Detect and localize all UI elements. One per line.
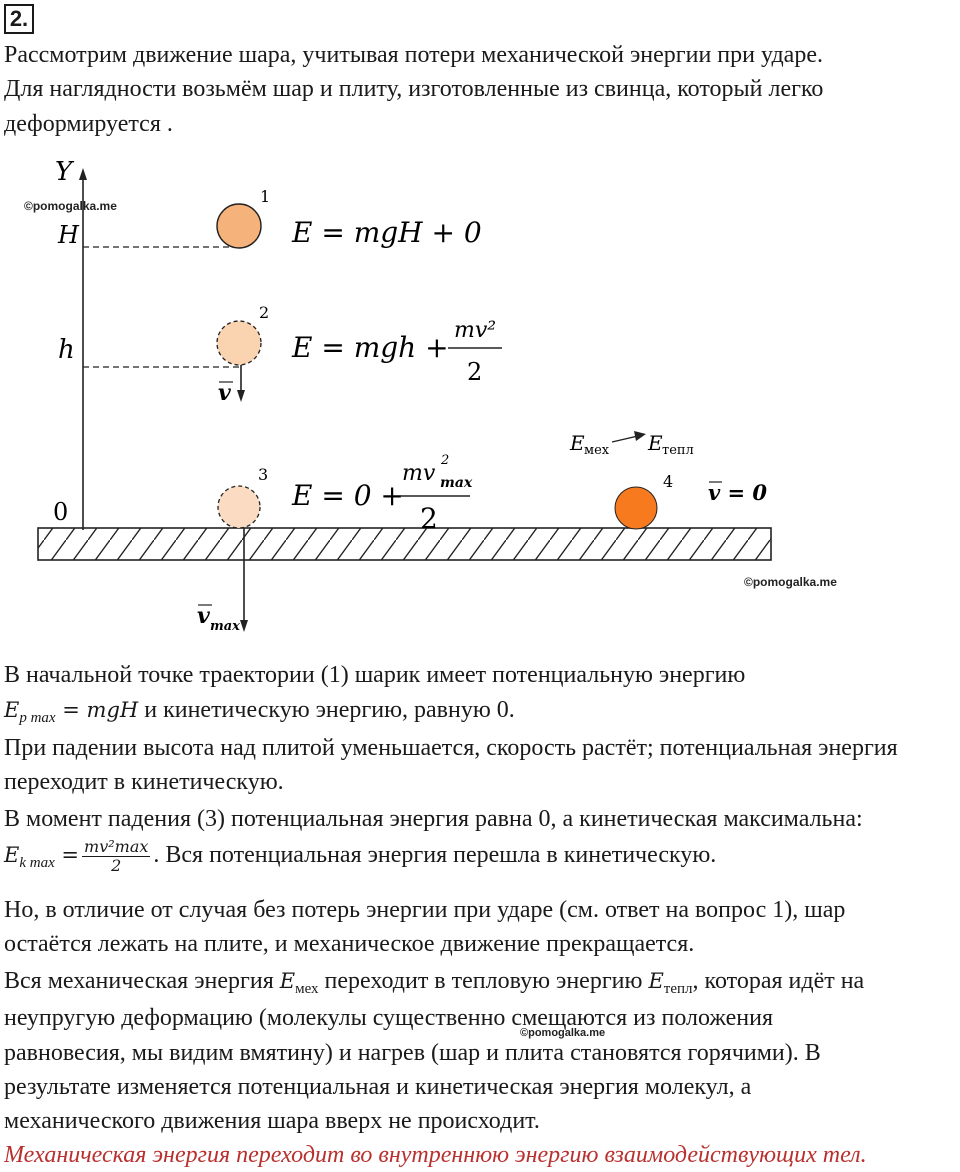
body-p5-part1: Вся механическая энергия (4, 968, 280, 994)
equation-2-left: E = mgh + (291, 331, 449, 364)
vmax-arrow-head-icon (240, 620, 248, 632)
velocity-label: v (218, 380, 231, 406)
transition-arrow (611, 435, 639, 443)
emech-label: E (569, 431, 585, 455)
ep-max-formula: = mgH (55, 698, 139, 722)
ball-1-number: 1 (260, 187, 270, 206)
equation-2-numerator: mv² (454, 318, 496, 343)
ek-max-symbol: E (4, 843, 20, 868)
y-axis-label: Y (55, 157, 75, 187)
ep-max-symbol: E (4, 698, 20, 722)
level-H-label: H (57, 221, 80, 249)
ball-4-number: 4 (663, 472, 673, 491)
problem-number: 2. (4, 4, 34, 34)
body-p3-line1: В момент падения (3) потенциальная энерг… (4, 806, 863, 832)
body-p2-line1: При падении высота над плитой уменьшаетс… (4, 735, 898, 761)
body-p5-line4: результате изменяется потенциальная и ки… (4, 1074, 752, 1100)
equation-3-numerator: mv (402, 461, 436, 486)
vmax-label: v (197, 603, 210, 629)
watermark-top: ©pomogalka.me (24, 199, 117, 213)
vmax-subscript: max (210, 619, 240, 634)
emech-subscript: мех (584, 443, 610, 458)
ek-max-denominator: 2 (111, 856, 122, 875)
level-h-label: h (58, 335, 75, 365)
body-p1-line2-rest: и кинетическую энергию, равную 0. (138, 697, 515, 723)
equation-3-numerator-sup: 2 (440, 453, 449, 468)
etepl-symbol: E (648, 969, 664, 993)
body-p5-line5: механического движения шара вверх не про… (4, 1108, 540, 1134)
v-zero-label: v = 0 (708, 480, 767, 505)
ball-4 (614, 486, 658, 530)
ball-2-number: 2 (259, 303, 269, 322)
transition-arrow-head-icon (634, 431, 646, 441)
level-0-label: 0 (53, 498, 68, 526)
etepl-label: E (647, 431, 663, 455)
intro-line-3: деформируется . (4, 111, 173, 137)
energy-diagram: Y H h 0 1 2 v 3 v max 4 E = mgH + 0 E = … (37, 157, 772, 634)
velocity-arrow-head-icon (237, 390, 245, 402)
equation-3-numerator-sub: max (440, 475, 473, 491)
y-axis-arrow-icon (79, 168, 87, 180)
body-p1-line1: В начальной точке траектории (1) шарик и… (4, 662, 746, 688)
body-p2-line2: переходит в кинетическую. (4, 769, 284, 795)
body-p5-part2: переходит в тепловую энергию (318, 968, 649, 994)
lead-plate (37, 527, 772, 561)
equation-1: E = mgH + 0 (291, 216, 482, 249)
ball-3-number: 3 (258, 465, 268, 484)
watermark-diagram: ©pomogalka.me (744, 575, 837, 589)
body-p3-line2-rest: . Вся потенциальная энергия перешла в ки… (153, 842, 717, 869)
ep-max-subscript: p max (19, 710, 56, 726)
ek-max-numerator: mv²max (82, 837, 151, 857)
emech-symbol: E (279, 969, 296, 993)
body-p5-part3: , которая идёт на (692, 968, 865, 994)
body-p5-line1: Вся механическая энергия Eмех переходит … (4, 964, 864, 1006)
ball-1 (216, 203, 262, 249)
equation-3-denominator: 2 (420, 502, 438, 535)
equation-3-left: E = 0 + (291, 479, 404, 512)
body-p4-line2: остаётся лежать на плите, и механическое… (4, 931, 695, 957)
ek-max-subscript: k max (19, 855, 55, 872)
conclusion: Механическая энергия переходит во внутре… (4, 1142, 867, 1168)
etepl-subscript: тепл (662, 443, 694, 458)
body-p4-line1: Но, в отличие от случая без потерь энерг… (4, 897, 846, 923)
emech-subscript-text: мех (295, 981, 319, 997)
intro-line-2: Для наглядности возьмём шар и плиту, изг… (4, 76, 824, 102)
body-p5-line3: равновесия, мы видим вмятину) и нагрев (… (4, 1040, 821, 1066)
body-p1-line2: Ep max = mgH и кинетическую энергию, рав… (4, 693, 515, 735)
ball-2 (216, 320, 262, 366)
watermark-bottom: ©pomogalka.me (520, 1027, 606, 1039)
ek-max-equals: = (54, 843, 80, 868)
equation-2-denominator: 2 (467, 358, 482, 386)
body-p5-line2: неупругую деформацию (молекулы существен… (4, 1005, 774, 1031)
etepl-subscript-text: тепл (663, 981, 693, 997)
ball-3 (217, 485, 261, 529)
intro-line-1: Рассмотрим движение шара, учитывая потер… (4, 42, 823, 68)
